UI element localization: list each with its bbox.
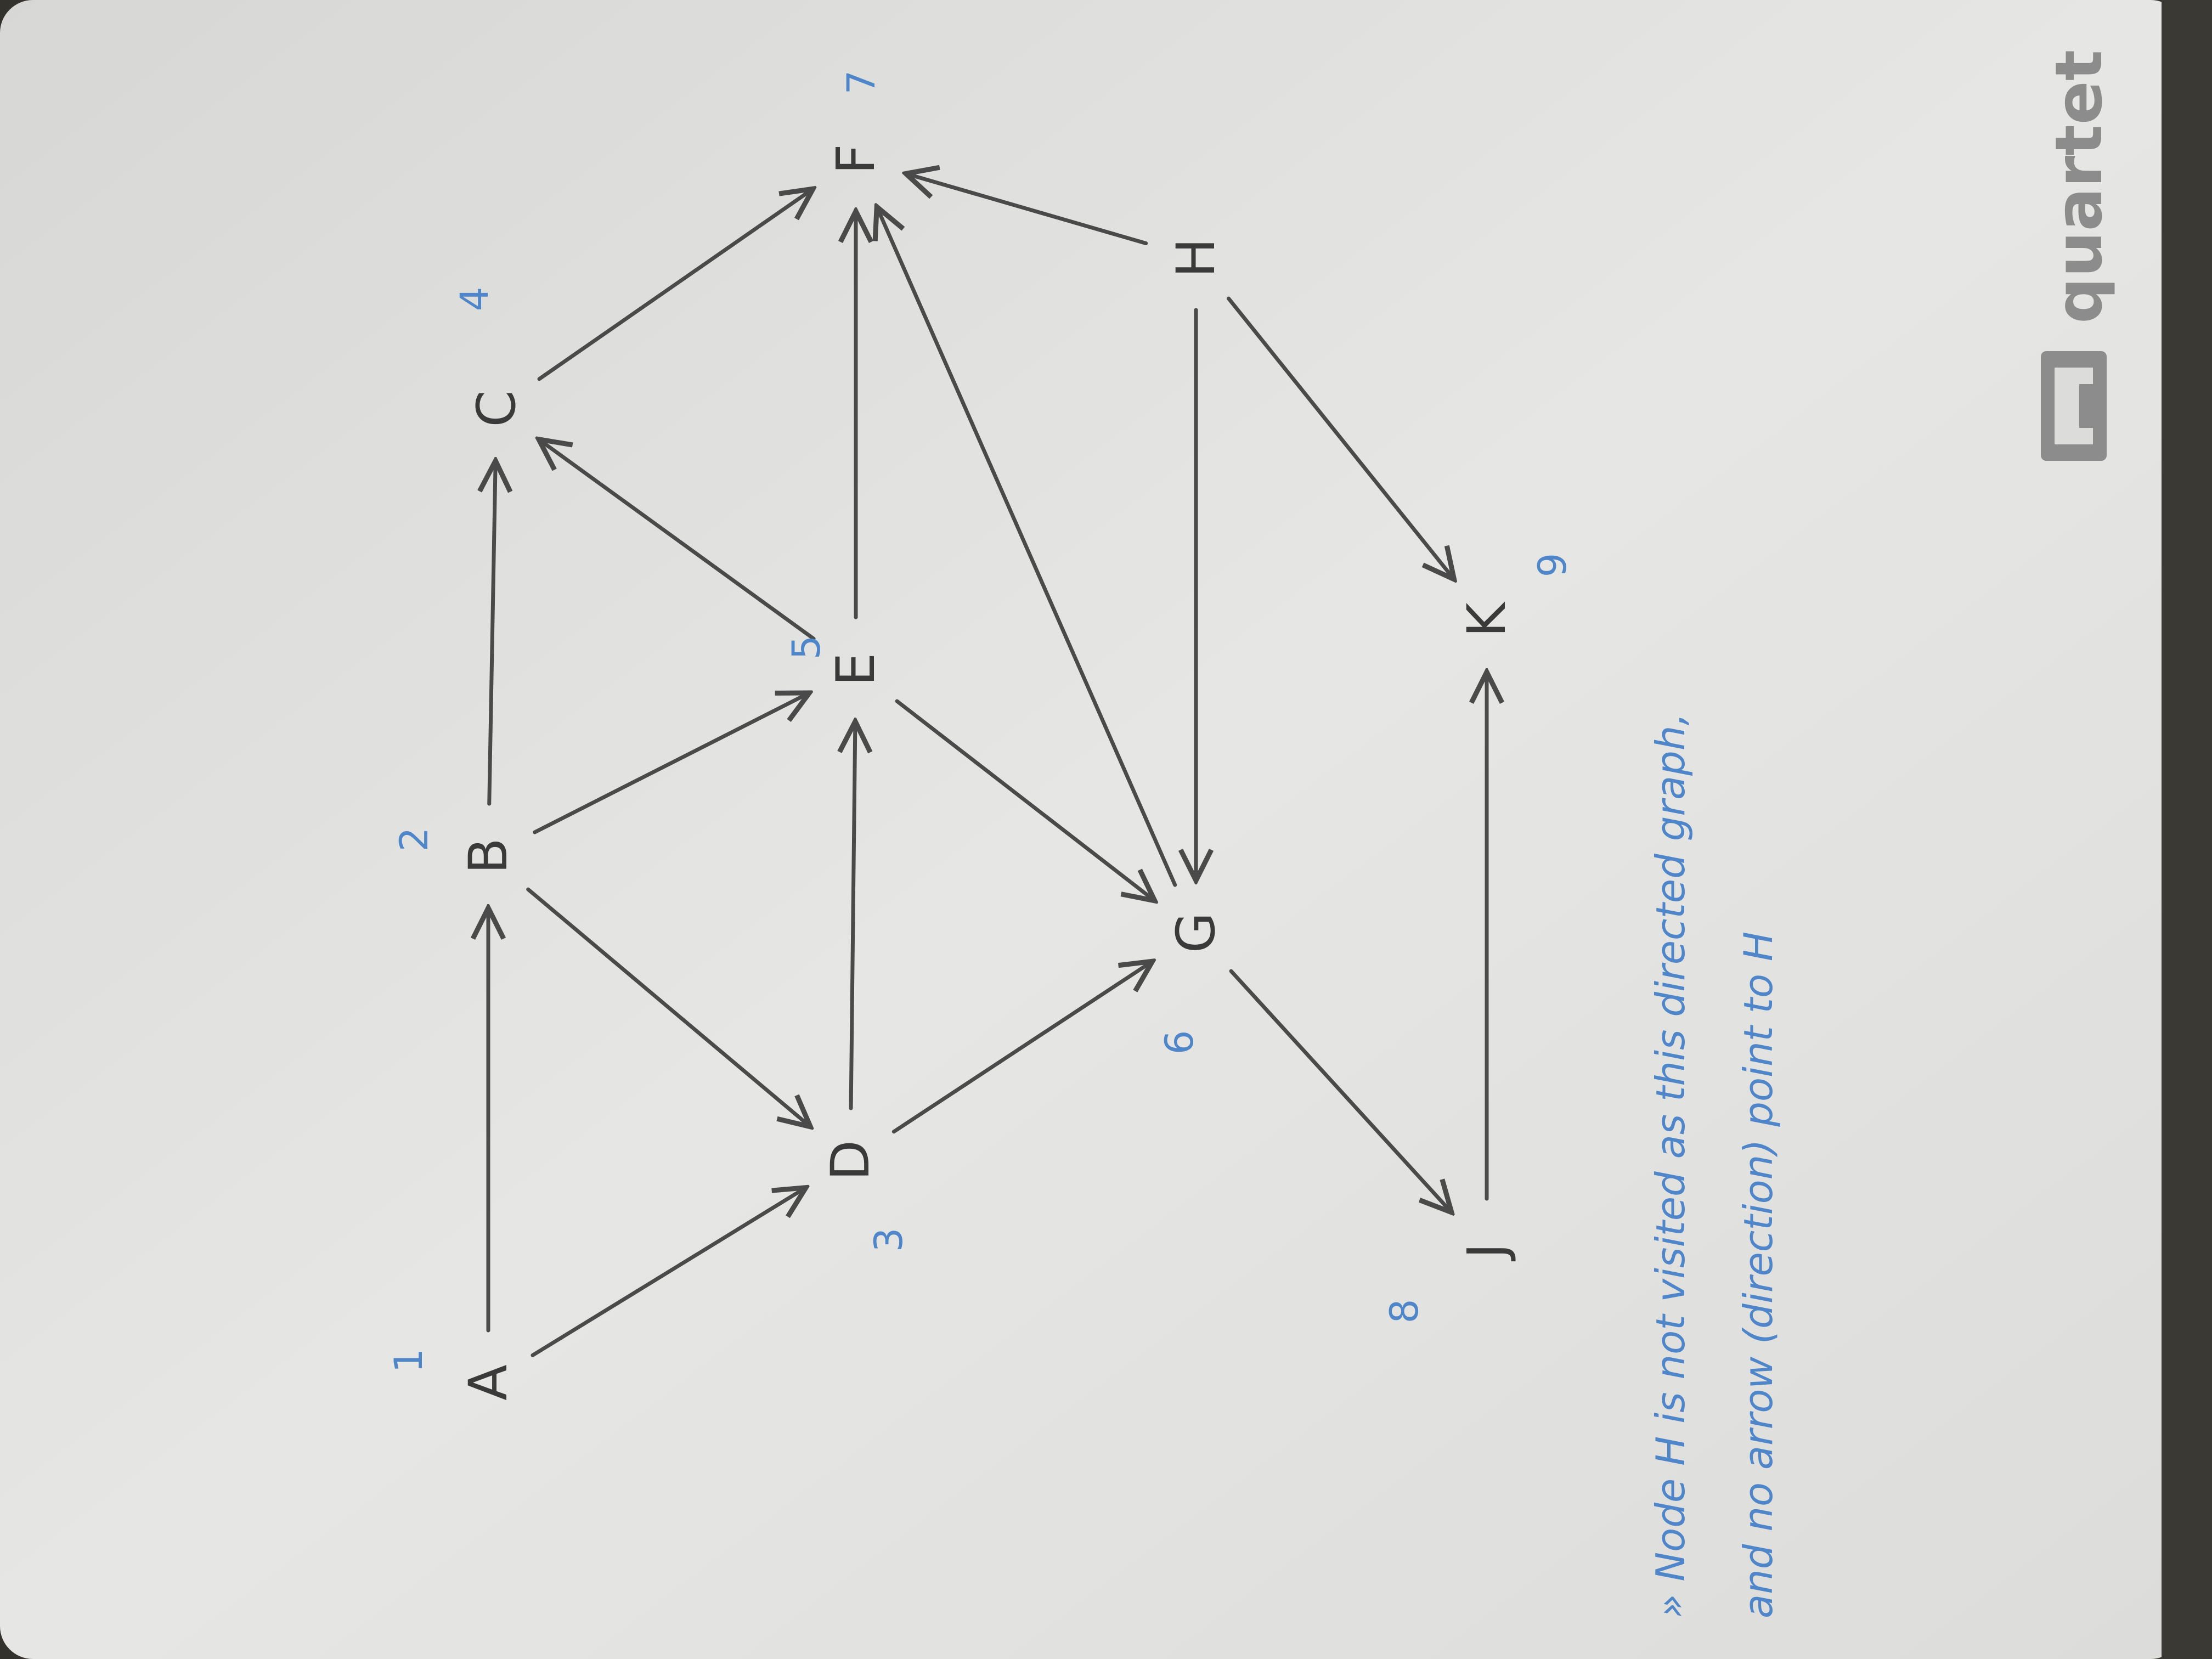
edge-h-k xyxy=(1226,296,1454,579)
order-label-c: 4 xyxy=(452,287,497,312)
order-label-a: 1 xyxy=(386,1348,431,1373)
order-label-f: 7 xyxy=(839,70,884,95)
note-line-1: » Node H is not visited as this directed… xyxy=(1647,713,1694,1618)
edge-e-g xyxy=(895,699,1155,901)
order-label-d: 3 xyxy=(866,1228,911,1252)
node-g: G xyxy=(1165,912,1227,953)
edge-b-d xyxy=(526,887,811,1127)
edge-b-e xyxy=(533,693,810,834)
board-frame xyxy=(2162,0,2212,1659)
order-label-g: 6 xyxy=(1157,1030,1202,1055)
edge-b-c xyxy=(489,461,496,806)
order-label-j: 8 xyxy=(1382,1299,1427,1324)
note: » Node H is not visited as this directed… xyxy=(1647,713,1781,1618)
edge-h-f xyxy=(906,173,1148,246)
edge-g-f xyxy=(877,207,1177,887)
node-j: J xyxy=(1456,1243,1517,1261)
order-label-e: 5 xyxy=(784,635,829,660)
order-label-b: 2 xyxy=(392,827,437,852)
nodes-layer: A 1 B2 C 4D 3 E5 F 7G 6 H J 8 K9 xyxy=(386,70,1575,1401)
edge-g-j xyxy=(1229,969,1452,1212)
node-b: B xyxy=(458,838,519,874)
edge-e-c xyxy=(539,439,816,641)
note-line-2: and no arrow (direction) point to H xyxy=(1735,932,1781,1618)
edge-d-e xyxy=(851,721,855,1110)
node-c: C xyxy=(466,390,527,427)
node-a: A xyxy=(458,1364,519,1401)
node-e: E xyxy=(825,653,887,686)
node-f: F xyxy=(825,144,887,174)
edge-d-g xyxy=(891,961,1152,1134)
node-k: K xyxy=(1456,601,1517,637)
edge-a-d xyxy=(531,1188,806,1357)
edge-c-f xyxy=(537,189,813,381)
node-h: H xyxy=(1165,238,1227,278)
quartet-logo-icon xyxy=(2041,351,2107,461)
edges-layer xyxy=(488,173,1487,1357)
brand-name: quartet xyxy=(2041,50,2117,324)
node-d: D xyxy=(820,1140,881,1181)
brand: quartet xyxy=(2041,50,2117,461)
order-label-k: 9 xyxy=(1530,553,1575,578)
